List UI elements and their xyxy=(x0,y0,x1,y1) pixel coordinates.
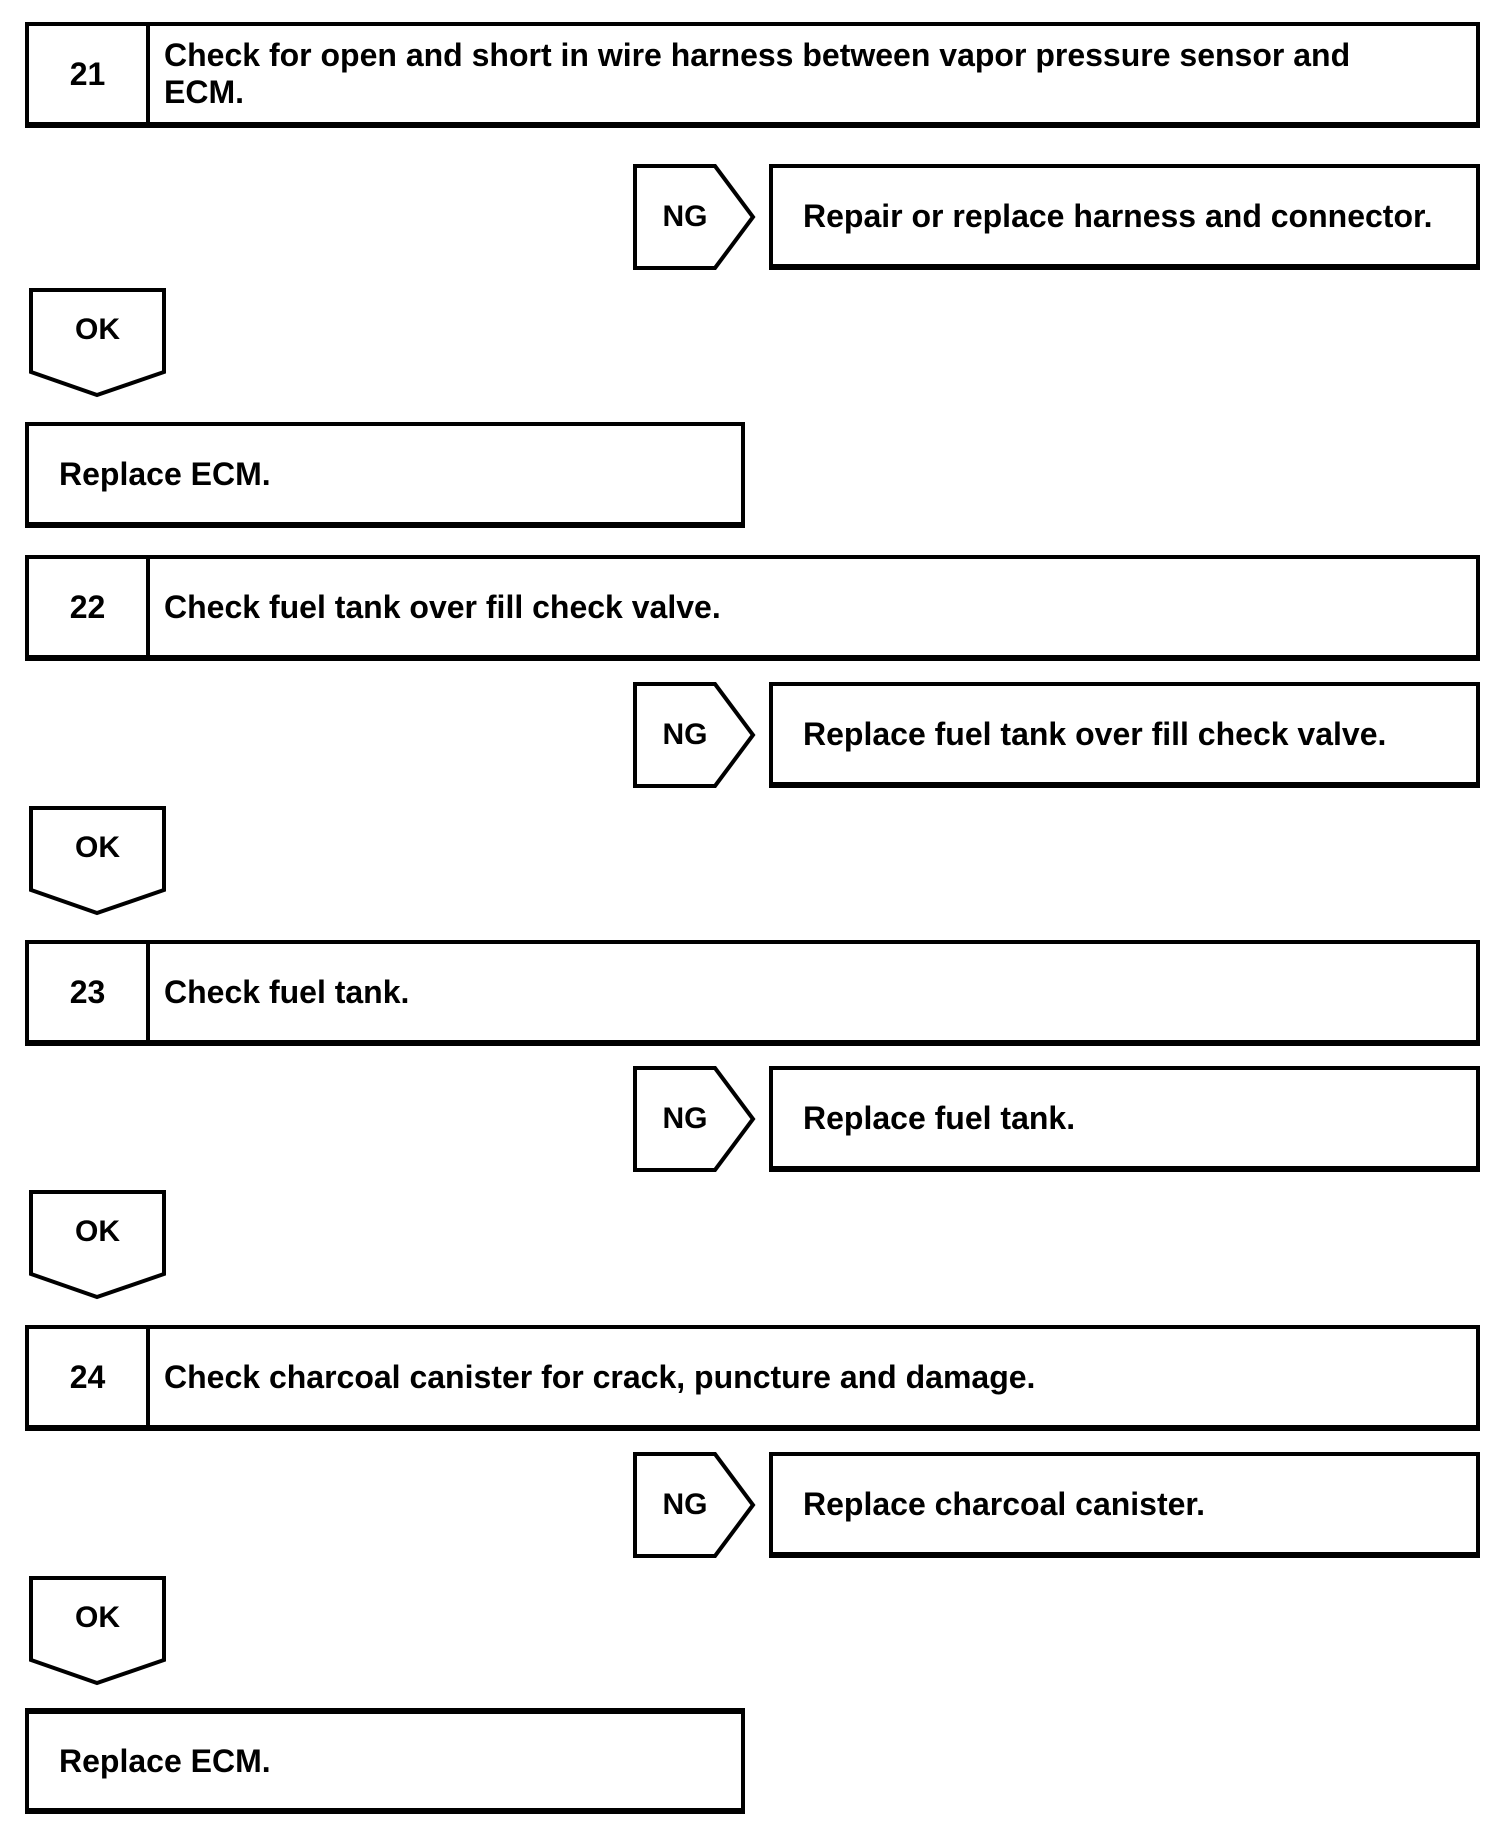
ng-action-box-2: Replace fuel tank over fill check valve. xyxy=(769,682,1480,788)
ok-label: OK xyxy=(75,1601,120,1634)
ng-label: NG xyxy=(662,1102,708,1135)
step-24-instruction: Check charcoal canister for crack, punct… xyxy=(164,1358,1036,1395)
ng-pentagon-icon xyxy=(633,164,756,270)
ng-pentagon-icon xyxy=(633,682,756,788)
ok-pentagon-icon xyxy=(29,1576,166,1686)
ok-pentagon-icon xyxy=(29,806,166,916)
ng-label: NG xyxy=(662,718,708,751)
ng-connector-2: NG xyxy=(633,682,759,788)
ok-label: OK xyxy=(75,831,120,864)
ng-pentagon-icon xyxy=(633,1452,756,1558)
ok-connector-3: OK xyxy=(29,1190,166,1300)
ng-connector-1: NG xyxy=(633,164,759,270)
ng-action-text: Replace charcoal canister. xyxy=(803,1485,1205,1522)
terminal-box-replace-ecm-2: Replace ECM. xyxy=(25,1708,745,1814)
step-22-instruction: Check fuel tank over fill check valve. xyxy=(164,588,721,625)
step-23-instruction: Check fuel tank. xyxy=(164,973,410,1010)
step-21-box: 21 Check for open and short in wire harn… xyxy=(25,22,1480,128)
ok-pentagon-icon xyxy=(29,1190,166,1300)
ng-action-box-3: Replace fuel tank. xyxy=(769,1066,1480,1172)
ok-pentagon-icon xyxy=(29,288,166,398)
step-23-number: 23 xyxy=(29,944,150,1040)
ng-action-box-4: Replace charcoal canister. xyxy=(769,1452,1480,1558)
step-24-box: 24 Check charcoal canister for crack, pu… xyxy=(25,1325,1480,1431)
step-21-number: 21 xyxy=(29,26,150,122)
ok-connector-2: OK xyxy=(29,806,166,916)
ng-connector-3: NG xyxy=(633,1066,759,1172)
ok-connector-1: OK xyxy=(29,288,166,398)
ng-pentagon-icon xyxy=(633,1066,756,1172)
ng-action-box-1: Repair or replace harness and connector. xyxy=(769,164,1480,270)
ng-action-text: Replace fuel tank. xyxy=(803,1099,1076,1136)
ok-label: OK xyxy=(75,1215,120,1248)
terminal-text: Replace ECM. xyxy=(59,455,271,492)
ng-action-text: Replace fuel tank over fill check valve. xyxy=(803,715,1387,752)
ok-label: OK xyxy=(75,313,120,346)
ng-connector-4: NG xyxy=(633,1452,759,1558)
step-24-number: 24 xyxy=(29,1329,150,1425)
step-22-number: 22 xyxy=(29,559,150,655)
step-23-box: 23 Check fuel tank. xyxy=(25,940,1480,1046)
ng-label: NG xyxy=(662,200,708,233)
ok-connector-4: OK xyxy=(29,1576,166,1686)
step-21-instruction: Check for open and short in wire harness… xyxy=(164,37,1351,110)
step-22-box: 22 Check fuel tank over fill check valve… xyxy=(25,555,1480,661)
terminal-box-replace-ecm-1: Replace ECM. xyxy=(25,422,745,528)
ng-action-text: Repair or replace harness and connector. xyxy=(803,197,1433,234)
ng-label: NG xyxy=(662,1488,708,1521)
terminal-text: Replace ECM. xyxy=(59,1742,271,1779)
